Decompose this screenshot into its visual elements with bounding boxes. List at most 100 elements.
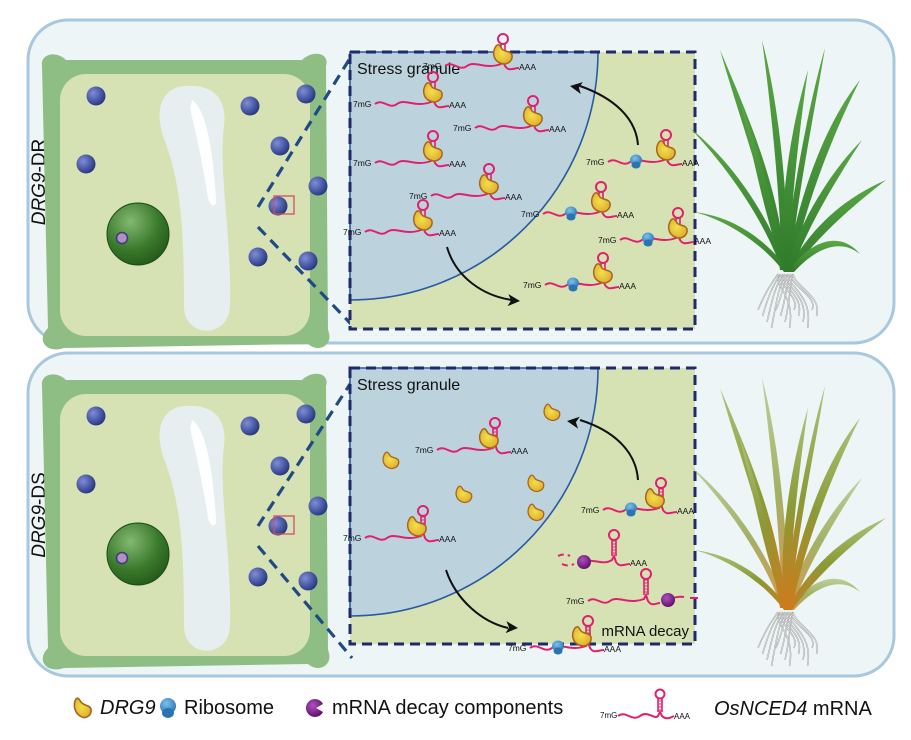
osnced4-mrna: 7mG AAA <box>353 71 466 110</box>
mrna-strand <box>436 441 512 455</box>
osnced4-mrna: 7mG AAA <box>353 130 466 169</box>
mrna-five-prime-cap: 7mG <box>353 158 371 168</box>
nucleus <box>106 522 170 586</box>
rice-plant-stressed <box>690 378 886 667</box>
leaf <box>786 478 862 608</box>
ribosome <box>565 206 577 221</box>
plant-cell <box>41 53 330 350</box>
stem-loop <box>655 477 667 489</box>
stem-loop <box>417 199 429 211</box>
ribosome <box>642 232 654 247</box>
stress-granule-label: Stress granule <box>357 377 460 394</box>
mrna-strand <box>474 119 550 133</box>
mrna-five-prime-cap: 7mG <box>343 533 361 543</box>
drg9-protein <box>644 488 665 509</box>
drg9-icon <box>73 697 92 719</box>
chloroplast <box>308 496 328 516</box>
roots <box>757 273 819 329</box>
zoom-line-bottom <box>256 544 354 660</box>
leaf <box>740 100 788 270</box>
arrow-to-granule <box>579 419 639 481</box>
osnced4-mrna: 7mG <box>566 568 698 607</box>
mrna-strand <box>585 553 631 567</box>
mrna-poly-a-tail: AAA <box>449 159 466 169</box>
stem-loop <box>582 615 594 627</box>
chloroplast <box>270 136 290 156</box>
mrna-five-prime-cap: 7mG <box>423 61 441 71</box>
mrna-five-prime-cap: 7mG <box>453 123 471 133</box>
inset-frame <box>348 366 697 646</box>
arrow-path <box>579 85 639 146</box>
chloroplast <box>248 567 268 587</box>
arrow-from-granule <box>445 569 509 629</box>
chloroplast <box>268 516 288 536</box>
drg9-protein <box>492 44 513 65</box>
leaf <box>782 408 808 608</box>
mrna-poly-a-tail: AAA <box>519 62 536 72</box>
mrna-strand <box>374 154 450 168</box>
mrna-five-prime-cap: 7mG <box>409 191 427 201</box>
free-drg9-protein <box>382 451 400 470</box>
mrna-five-prime-cap: 7mG <box>581 505 599 515</box>
leaf <box>694 212 790 272</box>
leaf <box>788 240 860 272</box>
chloroplast <box>296 84 316 104</box>
ribosome <box>567 277 579 292</box>
arrow-to-granule <box>579 85 639 146</box>
mrna-icon: 7mG AAA <box>600 688 691 721</box>
vacuole-highlight <box>190 100 217 206</box>
mrna-strand <box>607 153 683 167</box>
ribosome <box>630 154 642 169</box>
zoom-line-bottom <box>256 225 354 327</box>
mrna-five-prime-cap: 7mG <box>508 643 526 653</box>
mrna-poly-a-tail: AAA <box>505 192 522 202</box>
drg9-protein <box>412 210 433 231</box>
vacuole <box>159 405 231 651</box>
chloroplast <box>86 86 106 106</box>
legend-label-mrna-decay: mRNA decay components <box>332 696 564 719</box>
leaf <box>690 128 788 270</box>
drg9-protein <box>406 516 427 537</box>
nucleolus <box>115 551 129 565</box>
mrna-five-prime-cap: 7mG <box>521 209 539 219</box>
osnced4-mrna: 7mG AAA <box>409 163 522 202</box>
mrna-five-prime-cap: 7mG <box>353 99 371 109</box>
drg9-protein <box>522 106 543 127</box>
stem-loop <box>672 207 684 219</box>
ribosome <box>552 640 564 655</box>
arrow-path <box>446 246 513 301</box>
arrow-from-granule <box>446 246 513 301</box>
stem-loop <box>497 33 509 45</box>
mrna-strand <box>619 231 695 245</box>
mrna-poly-a-tail: AAA <box>630 558 647 568</box>
mrna-five-prime-cap: 7mG <box>566 596 584 606</box>
legend-item-osnced4-mrna: 7mG AAA OsNCED4 mRNA <box>598 688 872 722</box>
mrna-strand <box>364 223 440 237</box>
mrna-five-prime-cap: 7mG <box>415 445 433 455</box>
legend-label-mrna: mRNA <box>807 697 872 720</box>
drg9-protein <box>571 626 592 647</box>
mrna-poly-a-tail: AAA <box>449 100 466 110</box>
mrna-five-prime-cap: 7mG <box>343 227 361 237</box>
stem-loop <box>417 505 429 517</box>
mrna-five-prime-cap: 7mG <box>598 235 616 245</box>
stem-loop <box>640 568 652 580</box>
nucleolus <box>115 231 129 245</box>
legend-label-ribosome: Ribosome <box>184 696 275 719</box>
stem-loop <box>427 71 439 83</box>
zoom-region-marker <box>273 515 295 535</box>
leaf <box>762 40 788 270</box>
mrna-strand <box>542 205 618 219</box>
chloroplast <box>308 176 328 196</box>
